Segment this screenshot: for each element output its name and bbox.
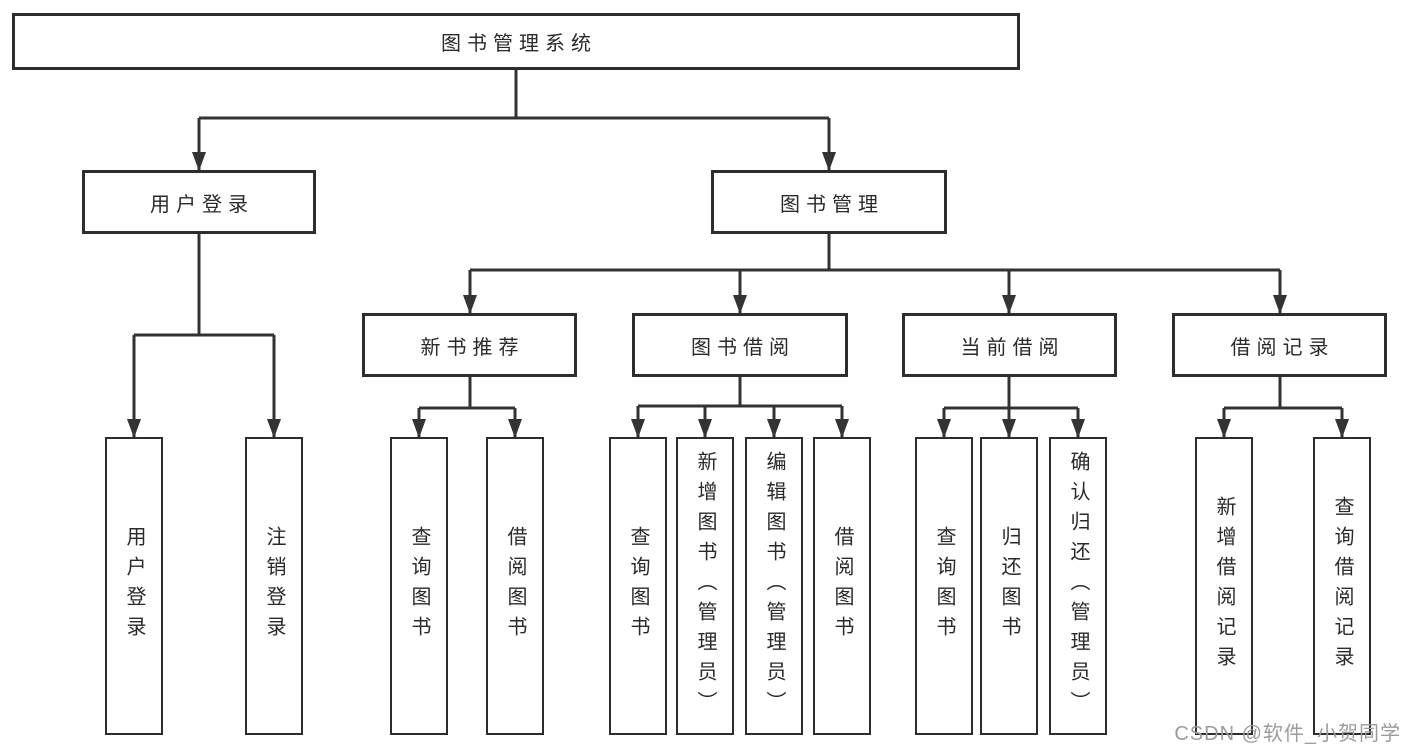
node-current-borrow-label: 当前借阅 — [960, 336, 1065, 359]
node-book-management: 图书管理 — [711, 170, 947, 234]
node-borrow-records: 借阅记录 — [1172, 313, 1387, 377]
leaf-query-books-recommend: 查询图书 — [390, 437, 448, 735]
leaf-edit-book-admin-label: 编辑图书（管理员） — [763, 451, 785, 721]
leaf-edit-book-admin: 编辑图书（管理员） — [745, 437, 803, 735]
node-book-borrow: 图书借阅 — [632, 313, 848, 377]
leaf-query-books-borrow-label: 查询图书 — [627, 526, 649, 646]
leaf-add-borrow-record-label: 新增借阅记录 — [1213, 496, 1235, 676]
leaf-confirm-return-admin-label: 确认归还（管理员） — [1067, 451, 1089, 721]
leaf-logout-label: 注销登录 — [263, 526, 285, 646]
leaf-add-book-admin: 新增图书（管理员） — [676, 437, 734, 735]
node-new-book-recommend: 新书推荐 — [362, 313, 577, 377]
watermark: CSDN @软件_小贺同学 — [1174, 723, 1401, 745]
node-book-borrow-label: 图书借阅 — [691, 336, 795, 359]
node-borrow-records-label: 借阅记录 — [1230, 336, 1335, 359]
leaf-borrow-books-recommend-label: 借阅图书 — [504, 526, 526, 646]
node-root-label: 图书管理系统 — [441, 33, 597, 55]
node-user-login-label: 用户登录 — [150, 193, 254, 216]
node-new-book-recommend-label: 新书推荐 — [420, 336, 525, 359]
leaf-return-book: 归还图书 — [980, 437, 1038, 735]
leaf-borrow-books-label: 借阅图书 — [831, 526, 853, 646]
leaf-user-login: 用户登录 — [105, 437, 163, 735]
leaf-user-login-label: 用户登录 — [123, 526, 145, 646]
leaf-confirm-return-admin: 确认归还（管理员） — [1049, 437, 1107, 735]
node-user-login: 用户登录 — [82, 170, 316, 234]
node-book-management-label: 图书管理 — [780, 193, 884, 216]
leaf-borrow-books-recommend: 借阅图书 — [486, 437, 544, 735]
node-root: 图书管理系统 — [12, 13, 1020, 70]
leaf-add-borrow-record: 新增借阅记录 — [1195, 437, 1253, 735]
leaf-query-borrow-record: 查询借阅记录 — [1313, 437, 1371, 735]
leaf-logout: 注销登录 — [245, 437, 303, 735]
leaf-borrow-books: 借阅图书 — [813, 437, 871, 735]
leaf-query-books-current-label: 查询图书 — [933, 526, 955, 646]
leaf-add-book-admin-label: 新增图书（管理员） — [694, 451, 716, 721]
leaf-return-book-label: 归还图书 — [998, 526, 1020, 646]
leaf-query-books-current: 查询图书 — [915, 437, 973, 735]
node-current-borrow: 当前借阅 — [902, 313, 1117, 377]
leaf-query-books-recommend-label: 查询图书 — [408, 526, 430, 646]
leaf-query-books-borrow: 查询图书 — [609, 437, 667, 735]
leaf-query-borrow-record-label: 查询借阅记录 — [1331, 496, 1353, 676]
